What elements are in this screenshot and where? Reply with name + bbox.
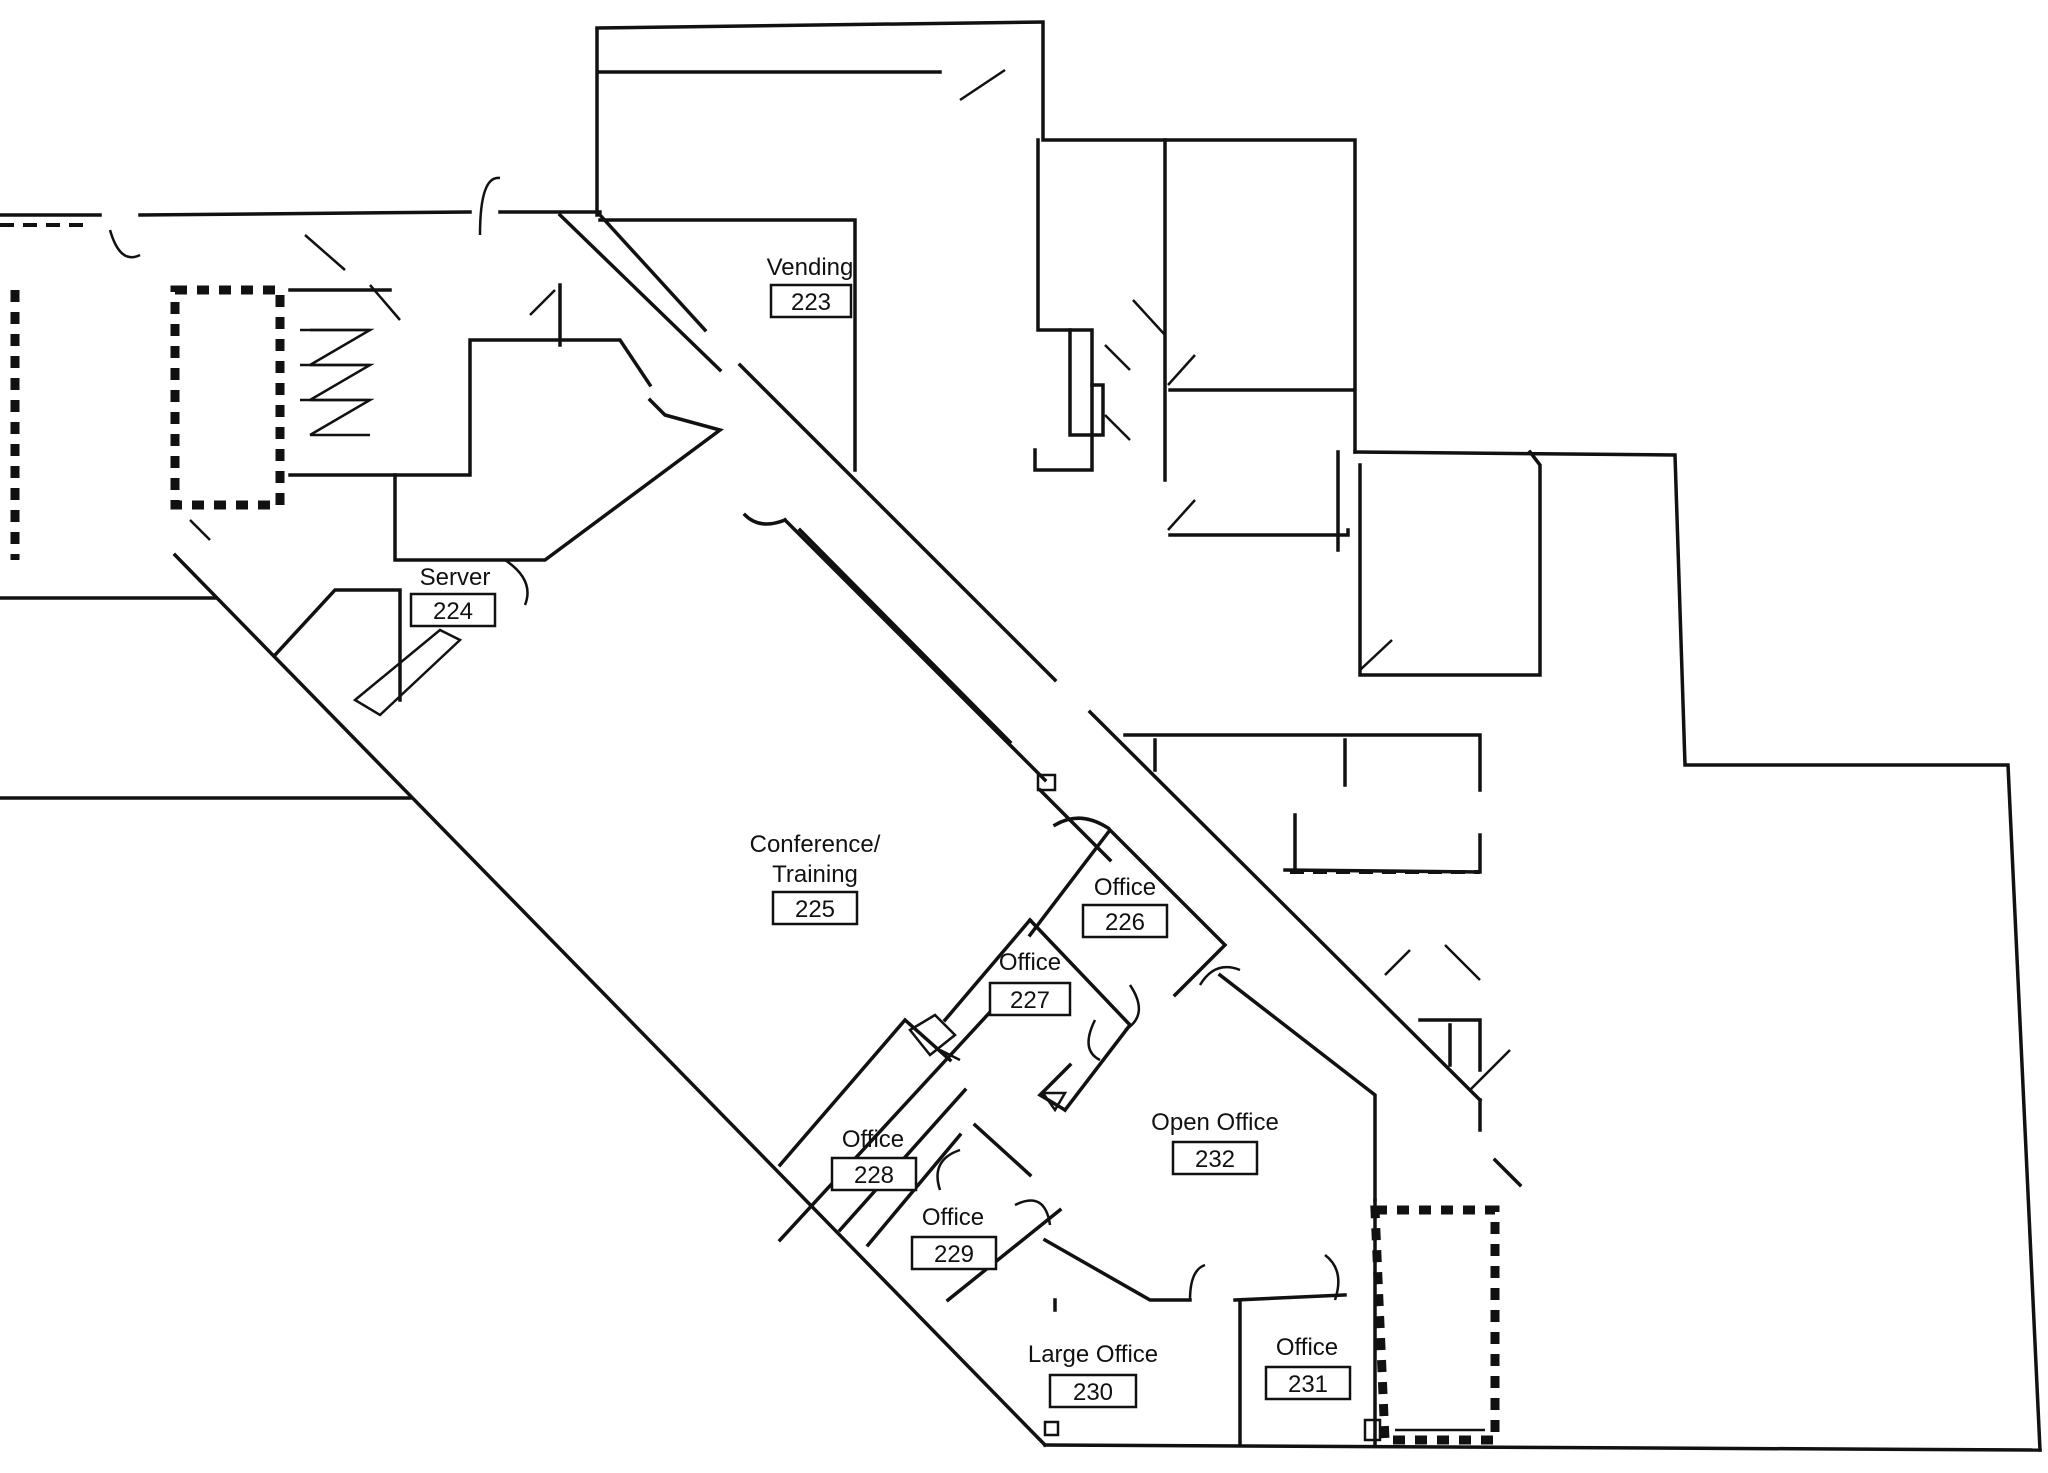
left-core-walls: [10, 176, 724, 562]
upper-right-walls: [1033, 138, 1542, 677]
room-name: Office: [1276, 1334, 1338, 1361]
room-227-label: Office 227: [988, 949, 1072, 1017]
rooms-228-231-walls: [777, 1013, 1347, 1447]
room-232-walls: [1363, 1198, 1500, 1447]
corridor-walls: [557, 212, 1523, 1202]
room-name: Office: [1094, 874, 1156, 901]
room-name: Office: [999, 949, 1061, 976]
room-230-label: Large Office 230: [1028, 1341, 1158, 1409]
room-name: Open Office: [1151, 1109, 1279, 1136]
room-number: 227: [1010, 987, 1050, 1014]
room-232-label: Open Office 232: [1151, 1109, 1279, 1176]
room-number: 226: [1105, 909, 1145, 936]
room-number: 232: [1195, 1146, 1235, 1173]
room-number: 230: [1073, 1379, 1113, 1406]
room-224-label: Server 224: [409, 564, 497, 628]
room-name: Vending: [767, 254, 854, 281]
room-226-label: Office 226: [1081, 874, 1169, 939]
room-name: Office: [922, 1204, 984, 1231]
room-229-label: Office 229: [910, 1204, 998, 1271]
room-225-label: Conference/ Training 225: [750, 831, 881, 926]
room-name-line2: Training: [772, 861, 858, 888]
room-name: Large Office: [1028, 1341, 1158, 1368]
room-number: 223: [791, 289, 831, 316]
room-number: 225: [795, 896, 835, 923]
middle-right-walls: [1123, 733, 1511, 1091]
room-231-label: Office 231: [1264, 1334, 1352, 1401]
room-number: 228: [854, 1162, 894, 1189]
room-name: Office: [842, 1126, 904, 1153]
room-228-label: Office 228: [830, 1126, 918, 1192]
rooms-226-227-walls: [942, 827, 1241, 1113]
room-number: 229: [934, 1241, 974, 1268]
room-name: Server: [420, 564, 491, 591]
room-name: Conference/: [750, 831, 881, 858]
room-225-walls: [742, 512, 1111, 1243]
room-223-label: Vending 223: [767, 254, 854, 319]
room-224-walls: [272, 558, 529, 717]
room-number: 231: [1288, 1371, 1328, 1398]
outer-walls: [0, 20, 2042, 1452]
room-number: 224: [433, 598, 473, 625]
